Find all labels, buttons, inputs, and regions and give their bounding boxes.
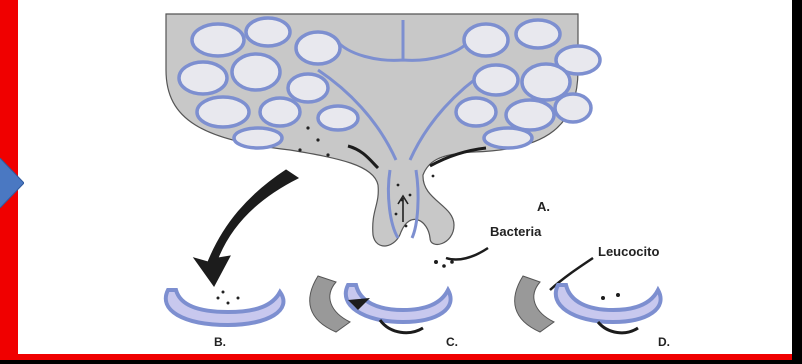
panel-c-tissue (310, 276, 350, 332)
panel-d-tissue (515, 276, 554, 332)
large-arrow-to-b (194, 170, 298, 286)
label-d: D. (658, 335, 670, 349)
chevron-right-icon[interactable] (0, 158, 24, 208)
label-leucocyte: Leucocito (598, 244, 659, 259)
bacteria-dots (434, 260, 454, 268)
label-c: C. (446, 335, 458, 349)
bacteria-pointer (446, 248, 488, 260)
panel-d-alveolus (556, 285, 661, 322)
label-bacteria: Bacteria (490, 224, 542, 239)
gland-diagram: A. Bacteria Leucocito B. C. D. (18, 0, 792, 354)
panel-c (310, 276, 451, 333)
panel-b (166, 290, 284, 325)
label-b: B. (214, 335, 226, 349)
panel-d (515, 276, 661, 333)
bacteria-group (434, 248, 488, 268)
label-a: A. (537, 199, 550, 214)
gland-body (166, 14, 600, 246)
panel-b-alveolus (166, 290, 284, 325)
